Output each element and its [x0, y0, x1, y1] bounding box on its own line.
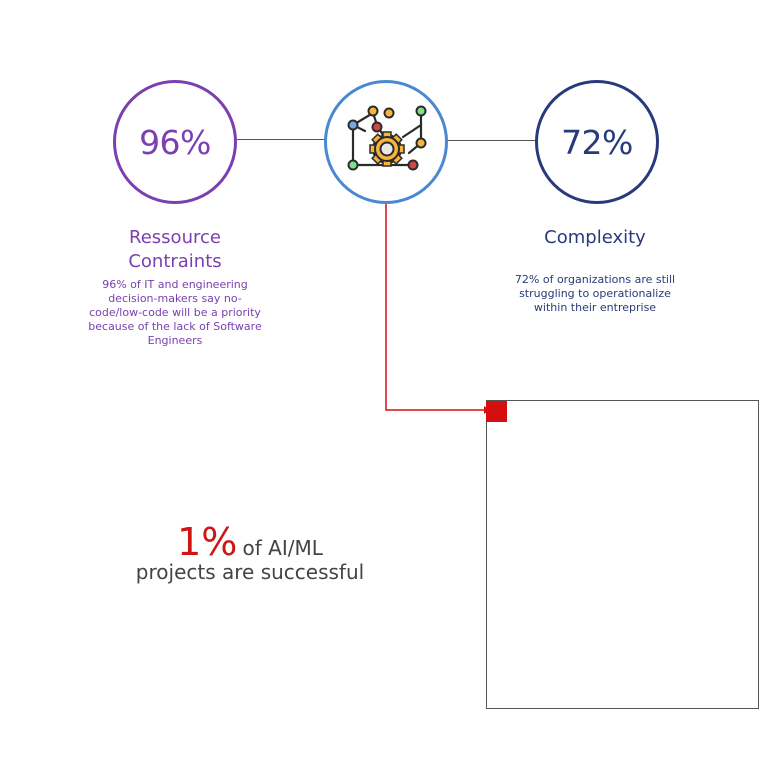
- stat-desc-resource: 96% of IT and engineering decision-maker…: [65, 278, 285, 348]
- desc-line: 72% of organizations are still: [514, 273, 676, 286]
- stat-title-line2: Contraints: [128, 251, 222, 272]
- desc-line: code/low-code will be a priority: [89, 306, 261, 319]
- desc-line: decision-makers say no-: [108, 292, 242, 305]
- stat-title-line1: Ressource: [129, 227, 221, 248]
- headline-percent: 1%: [177, 520, 238, 564]
- connector-right: [447, 140, 536, 141]
- stat-title-resource: Ressource Contraints: [75, 226, 275, 274]
- stat-circle-complexity: 72%: [535, 80, 659, 204]
- stat-value-resource: 96%: [139, 122, 211, 162]
- gear-network-icon-graphic: [347, 105, 427, 171]
- gear-network-icon: [324, 80, 448, 204]
- desc-line: Engineers: [147, 334, 203, 347]
- headline: 1% of AI/ML projects are successful: [100, 520, 400, 584]
- desc-line: struggling to operationalize: [519, 287, 671, 300]
- stat-circle-resource: 96%: [113, 80, 237, 204]
- desc-line: because of the lack of Software: [88, 320, 262, 333]
- stat-desc-complexity: 72% of organizations are still strugglin…: [485, 273, 705, 315]
- desc-line: 96% of IT and engineering: [102, 278, 248, 291]
- stat-title-complexity: Complexity: [544, 227, 646, 248]
- headline-line2: projects are successful: [135, 560, 365, 584]
- desc-line: within their entreprise: [533, 301, 657, 314]
- headline-tail: of AI/ML: [242, 536, 323, 560]
- red-marker: [486, 401, 507, 422]
- stat-value-complexity: 72%: [561, 122, 633, 162]
- connector-left: [237, 139, 325, 140]
- empty-frame: [486, 400, 759, 709]
